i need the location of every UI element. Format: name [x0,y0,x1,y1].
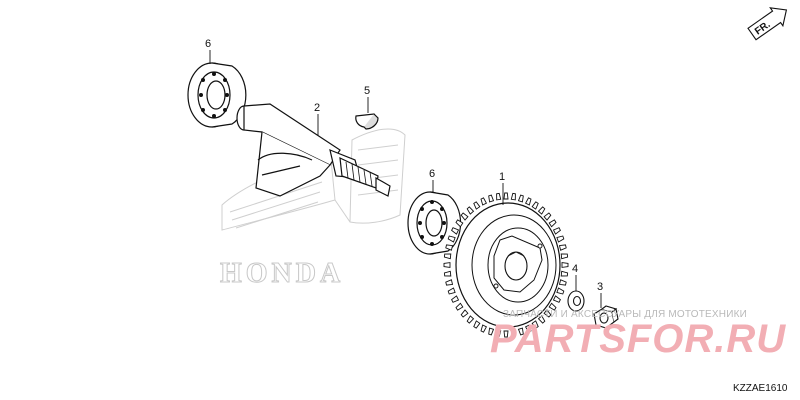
balancer-driven-gear [443,192,569,338]
gear-tooth [480,197,488,206]
gear-tooth [558,279,567,286]
gear-tooth [455,219,464,228]
gear-tooth [524,324,532,333]
callout-5[interactable]: 5 [364,85,370,97]
gear-tooth [496,192,502,201]
watermark-caption: ЗАПЧАСТИ И АКСЕССУАРЫ ДЛЯ МОТОТЕХНИКИ [503,309,747,320]
gear-tooth [447,287,456,295]
ball-bearing-lower [407,191,462,255]
washer [567,290,585,312]
direction-arrow-icon [747,7,788,41]
gear-tooth [443,253,452,260]
gear-tooth [552,227,561,235]
balancer-shaft [236,103,391,197]
gear-tooth [561,262,569,268]
gear-tooth [560,253,569,260]
gear-tooth [480,324,488,333]
gear-tooth [556,287,565,295]
gear-tooth [517,194,524,203]
honda-wing-watermark [221,128,406,231]
gear-tooth [560,270,569,277]
gear-teeth [443,192,569,338]
gear-tooth [510,329,516,338]
honda-wordmark: HONDA [220,258,344,289]
gear-tooth [451,227,460,235]
gear-tooth [510,192,516,201]
gear-tooth [531,201,539,210]
callout-6-upper[interactable]: 6 [205,38,211,50]
gear-tooth [443,262,451,268]
ball-bearing-upper [187,62,247,128]
gear-tooth [466,315,475,324]
gear-tooth [473,320,481,329]
gear-tooth [466,206,475,215]
callout-6-lower[interactable]: 6 [429,168,435,180]
leader-lines [209,50,602,308]
gear-tooth [531,320,539,329]
woodruff-key [355,113,379,130]
gear-tooth [445,244,454,251]
gear-tooth [447,235,456,243]
gear-tooth [543,212,552,221]
gear-tooth [517,327,524,336]
callout-2[interactable]: 2 [314,102,320,114]
front-direction-indicator: FR. [747,7,788,41]
hex-nut [593,305,619,329]
gear-tooth [548,219,557,228]
diagram-code: KZZAE1610 [733,383,788,394]
gear-tooth [445,279,454,286]
gear-tooth [443,270,452,277]
gear-tooth [460,212,469,221]
gear-tooth [488,194,495,203]
gear-tooth [496,329,502,338]
gear-tooth [543,309,552,318]
gear-tooth [548,302,557,311]
gear-tooth [537,206,546,215]
gear-tooth [552,295,561,303]
gear-tooth [455,302,464,311]
gear-tooth [537,315,546,324]
gear-tooth [556,235,565,243]
gear-tooth [451,295,460,303]
gear-tooth [524,197,532,206]
gear-tooth [558,244,567,251]
callout-3[interactable]: 3 [597,281,603,293]
callout-4[interactable]: 4 [572,263,578,275]
gear-tooth [460,309,469,318]
callout-1[interactable]: 1 [499,171,505,183]
gear-tooth [503,192,509,200]
gear-tooth [473,201,481,210]
watermark-site-logo: PARTSFOR.RU [490,317,786,361]
gear-tooth [488,327,495,336]
gear-tooth [503,330,509,338]
